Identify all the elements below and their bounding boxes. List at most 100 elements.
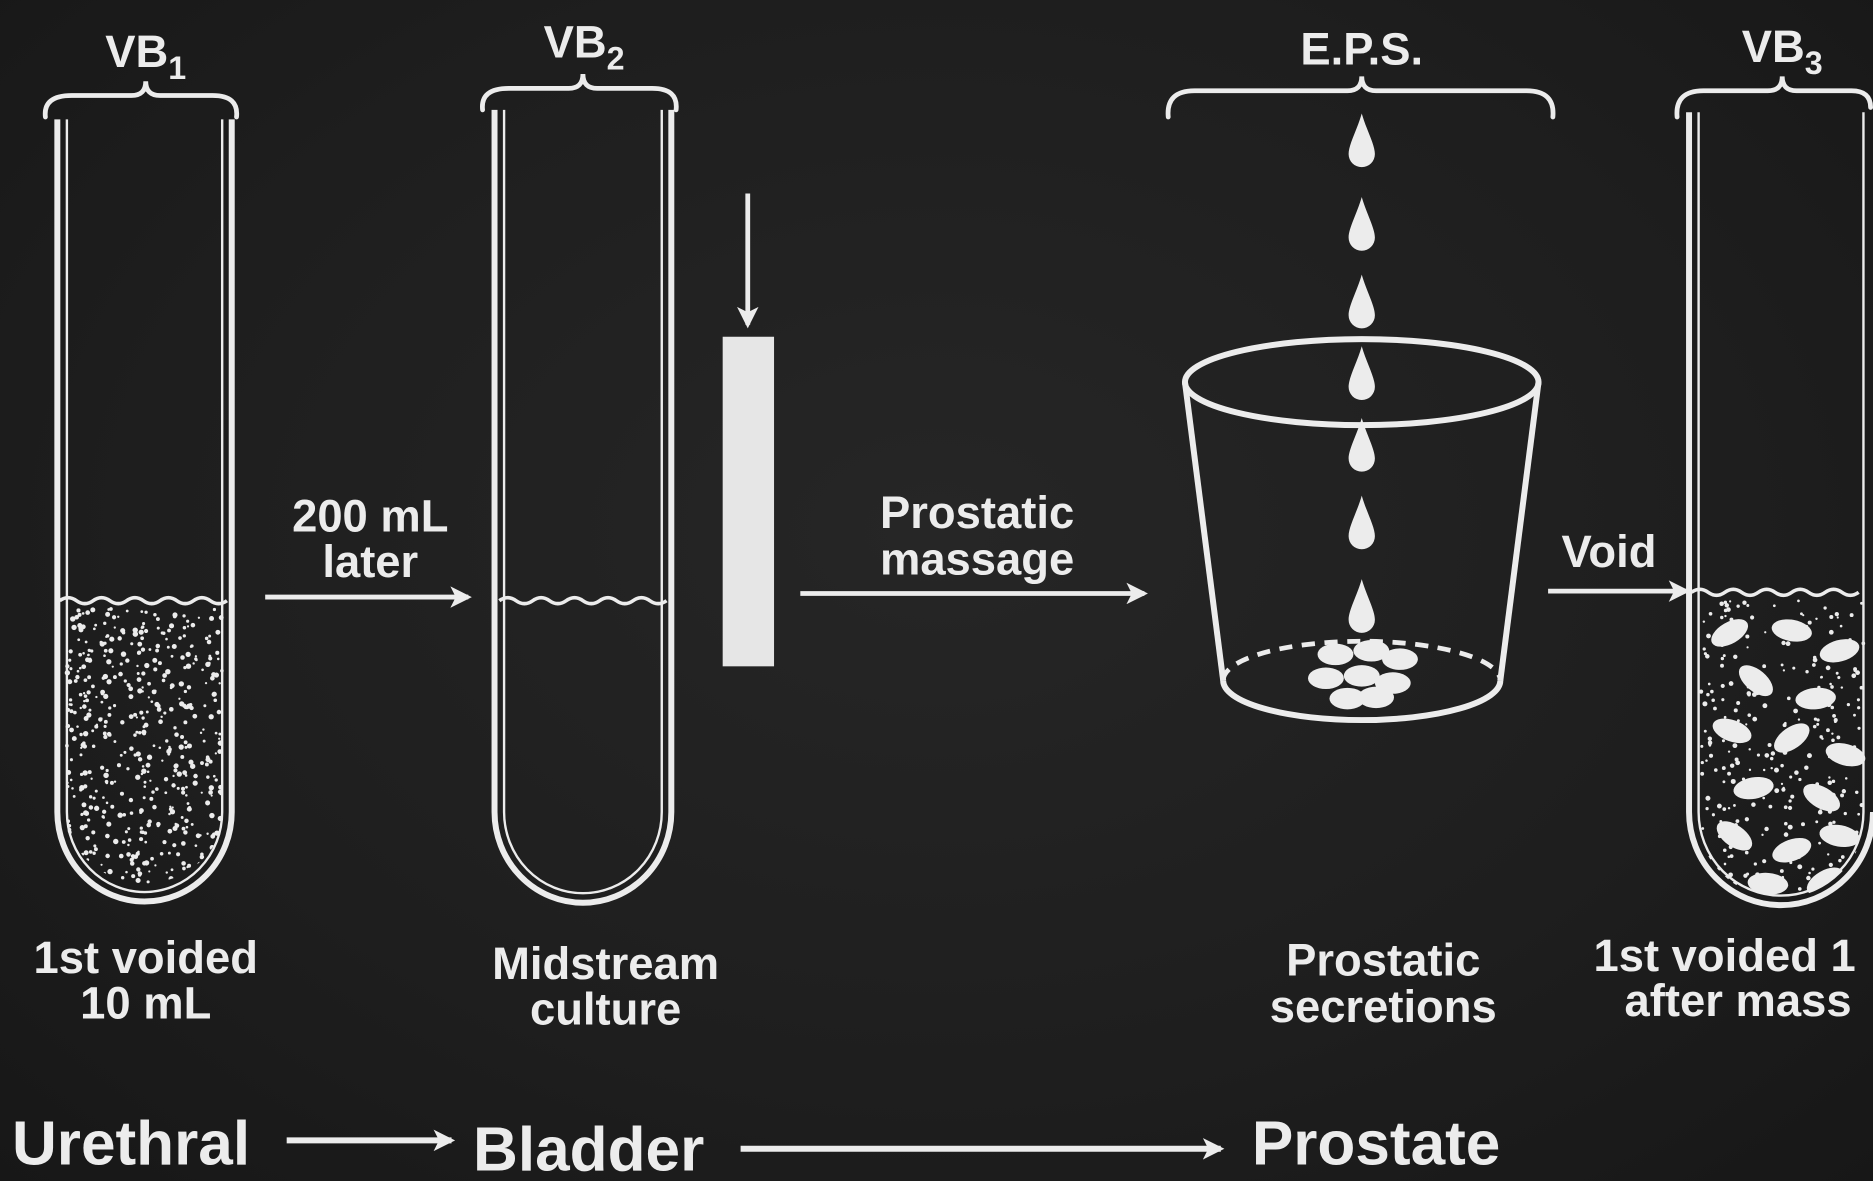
sediment-speck [91,729,94,732]
eps-bracket [1168,76,1553,117]
sediment-speck [169,623,174,628]
sediment-speck [1826,728,1830,732]
sediment-speck [1703,879,1706,882]
prostatic-cell [1770,616,1814,644]
sediment-speck [112,666,114,668]
sediment-speck [1764,753,1769,758]
sediment-speck [1805,670,1808,673]
sediment-speck [80,707,82,709]
sediment-speck [182,827,186,831]
sediment-speck [207,640,212,645]
sediment-speck [185,774,188,777]
sediment-speck [82,612,85,615]
sediment-speck [183,720,187,724]
sediment-speck [140,830,143,833]
sediment-speck [1745,634,1749,638]
sediment-speck [180,655,185,660]
sediment-speck [205,637,209,641]
sediment-speck [1746,604,1749,607]
sediment-speck [1717,804,1722,809]
sediment-speck [130,642,133,645]
sediment-speck [137,672,140,675]
sediment-speck [1724,615,1726,617]
sediment-speck [1714,768,1718,772]
sediment-speck [161,631,164,634]
arrow3-label: Void [1562,526,1657,577]
sediment-speck [213,608,216,611]
sediment-speck [1732,882,1737,887]
sediment-speck [150,857,154,861]
sediment-speck [201,668,204,671]
sediment-speck [90,607,95,612]
sediment-speck [172,826,177,831]
sediment-speck [117,636,121,640]
sediment-speck [91,830,95,834]
vb1-fluid-surface [60,598,227,604]
sediment-speck [192,662,194,664]
sediment-speck [1762,703,1767,708]
sediment-speck [1745,851,1749,855]
sediment-speck [90,649,93,652]
sediment-speck [152,658,157,663]
sediment-speck [191,623,196,628]
sediment-speck [1792,667,1795,670]
sediment-speck [156,644,161,649]
sediment-speck [187,802,190,805]
sediment-speck [65,744,69,748]
sediment-speck [122,813,126,817]
sediment-speck [65,670,70,675]
sediment-speck [73,795,76,798]
sediment-speck [121,876,124,879]
sediment-speck [1818,842,1821,845]
sediment-speck [66,782,68,784]
sediment-speck [135,731,138,734]
sediment-speck [193,774,198,779]
sediment-speck [173,726,176,729]
sediment-speck [180,755,184,759]
sediment-speck [113,839,118,844]
sediment-speck [74,615,79,620]
sediment-speck [69,667,72,670]
sediment-speck [1836,672,1839,675]
vb3-group: VB3 1st voided 1 after mass [1593,21,1873,1026]
sediment-speck [184,690,187,693]
sediment-speck [202,728,204,730]
sediment-speck [178,698,180,700]
sediment-speck [83,784,87,788]
sediment-speck [118,881,123,886]
sediment-speck [186,703,191,708]
sediment-speck [206,775,209,778]
sediment-speck [141,671,145,675]
sediment-speck [1828,776,1830,778]
sediment-speck [127,844,129,846]
sediment-speck [79,733,82,736]
vb1-bracket [45,81,237,117]
sediment-speck [172,843,176,847]
sediment-speck [125,830,128,833]
sediment-speck [165,638,168,641]
sediment-speck [209,813,214,818]
sediment-speck [176,852,180,856]
sediment-speck [163,711,166,714]
sediment-speck [205,763,209,767]
sediment-speck [209,714,214,719]
sediment-speck [103,773,108,778]
flow-bladder: Bladder [473,1115,704,1181]
sediment-speck [117,763,121,767]
sediment-speck [1781,641,1785,645]
sediment-speck [105,612,110,617]
sediment-speck [77,638,80,641]
vb2-fluid-surface [499,598,666,604]
sediment-speck [1816,723,1819,726]
sediment-speck [79,693,83,697]
sediment-speck [209,616,214,621]
sediment-speck [1721,698,1724,701]
sediment-speck [1826,666,1831,671]
sediment-speck [89,850,93,854]
sediment-speck [1770,767,1772,769]
sediment-speck [127,683,131,687]
sediment-speck [91,685,95,689]
sediment-speck [183,634,186,637]
sediment-speck [1829,615,1833,619]
